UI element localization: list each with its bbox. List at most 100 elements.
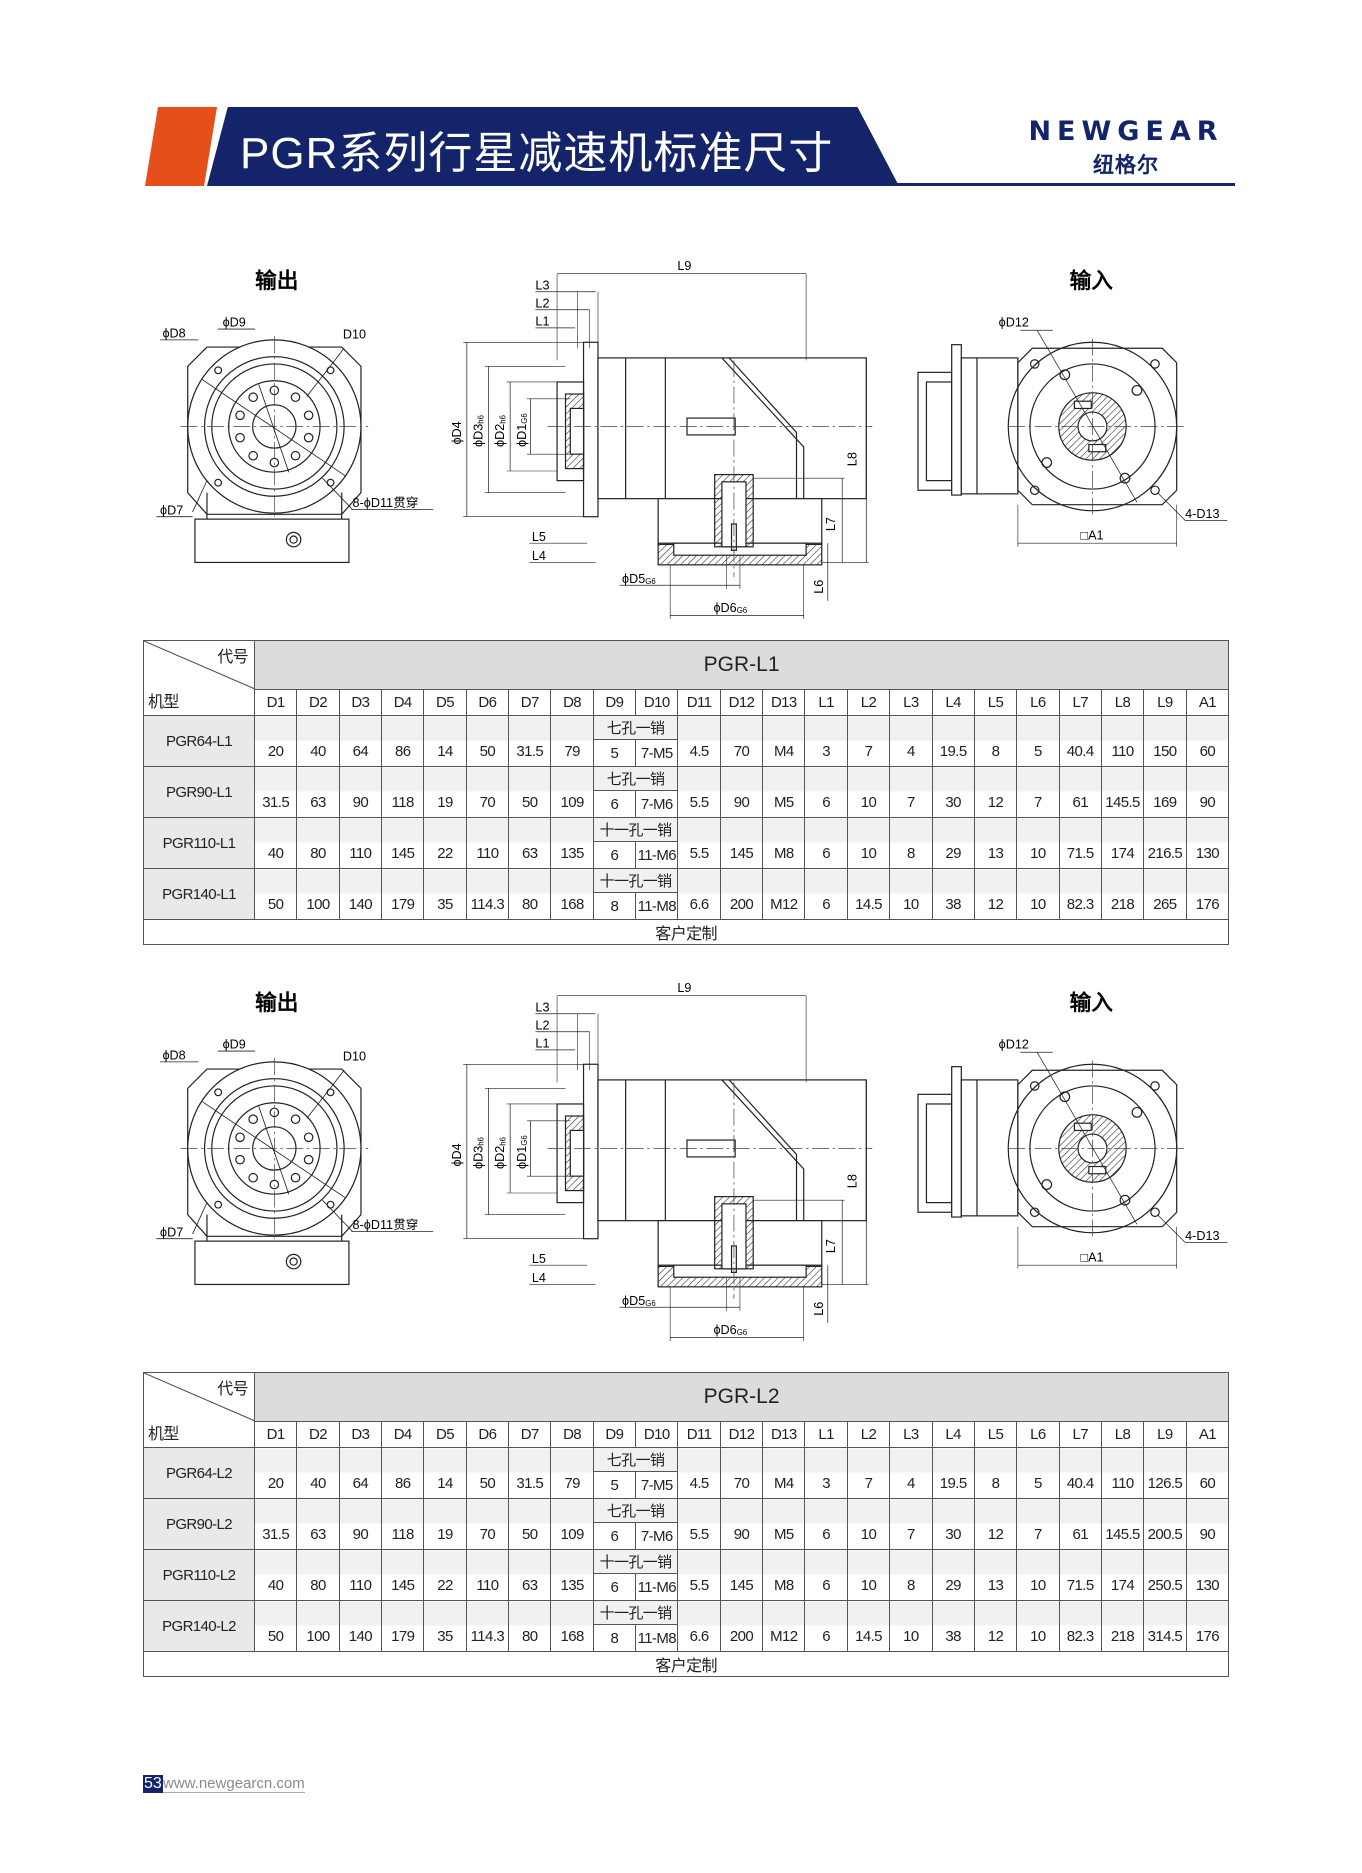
hole-caption: 十一孔一销 [592, 1599, 679, 1626]
d9-cell: 5 [592, 739, 637, 767]
mount-hole-icon [1029, 1081, 1040, 1091]
d9-cell: 6 [592, 841, 637, 869]
banner-accent [145, 107, 217, 186]
value-cell: 7 [846, 715, 891, 767]
leader [306, 1070, 345, 1119]
value-cell: 145.5 [1100, 766, 1145, 818]
value-cell: 7 [889, 766, 933, 818]
mount-hole-icon [1150, 1081, 1160, 1091]
d9-cell: 6 [592, 790, 637, 818]
bolt-hole-icon [290, 450, 301, 461]
corner-header: 代号 机型 [143, 640, 255, 716]
d10-cell: 7-M6 [635, 790, 679, 818]
corner-code-label: 代号 [217, 1381, 248, 1398]
input-body [960, 357, 1019, 495]
column-header: D12 [719, 689, 764, 716]
hole-caption: 七孔一销 [592, 765, 679, 792]
leader [258, 384, 290, 473]
dimension-label: L8 [846, 452, 860, 466]
value-cell: 109 [550, 1498, 594, 1550]
dimension-label: ϕD5G6 [622, 572, 656, 586]
corner-header: 代号 机型 [143, 1372, 255, 1448]
value-cell: 168 [550, 1600, 594, 1652]
bolt-hole-icon [303, 410, 314, 421]
value-cell: 6.6 [677, 868, 721, 920]
bolt-hole-icon [1041, 457, 1053, 468]
dimension-label: ϕD7 [160, 503, 183, 517]
value-cell: 71.5 [1058, 817, 1102, 869]
column-header: D13 [762, 1421, 806, 1448]
value-cell: M5 [762, 1498, 806, 1550]
dimension-label: ϕD5G6 [622, 1294, 656, 1308]
value-cell: 38 [931, 1600, 975, 1652]
dimension-label: ϕD1G6 [515, 1135, 529, 1169]
value-cell: 6 [804, 1600, 848, 1652]
column-header: L3 [889, 1421, 933, 1448]
value-cell: 90 [1185, 1498, 1230, 1550]
leader [1036, 1052, 1138, 1225]
dimension-label: L5 [532, 530, 546, 544]
column-header: L9 [1143, 689, 1187, 716]
d10-cell: 7-M6 [635, 1522, 679, 1550]
value-cell: 63 [296, 766, 340, 818]
value-cell: 70 [719, 1447, 764, 1499]
output-view-title: 输出 [255, 990, 298, 1015]
value-cell: 250.5 [1143, 1549, 1187, 1601]
value-cell: 35 [423, 1600, 467, 1652]
bolt-hole-icon [235, 1154, 245, 1165]
value-cell: 38 [931, 868, 975, 920]
value-cell: 10 [846, 766, 891, 818]
dimension-label: 4-D13 [1185, 507, 1219, 521]
circle [289, 535, 298, 544]
bolt-hole-icon [1131, 1106, 1143, 1118]
value-cell: 6 [804, 766, 848, 818]
value-cell: 174 [1100, 817, 1145, 869]
hole-caption: 七孔一销 [592, 714, 679, 741]
value-cell: 8 [889, 817, 933, 869]
value-cell: 14 [423, 1447, 467, 1499]
column-header: D11 [677, 689, 721, 716]
column-header: D3 [338, 1421, 383, 1448]
dimension-label: ϕD9 [223, 1038, 246, 1052]
value-cell: 145.5 [1100, 1498, 1145, 1550]
value-cell: 135 [550, 1549, 594, 1601]
bolt-hole-icon [1119, 1194, 1131, 1206]
column-header: L2 [846, 1421, 891, 1448]
value-cell: 179 [381, 868, 425, 920]
mount-hole-icon [1029, 485, 1040, 496]
value-cell: 82.3 [1058, 868, 1102, 920]
bolt-hole-icon [248, 1172, 258, 1183]
value-cell: 14.5 [846, 868, 891, 920]
value-cell: 63 [508, 817, 552, 869]
title-banner [207, 107, 899, 186]
value-cell: 5.5 [677, 766, 721, 818]
value-cell: M8 [762, 817, 806, 869]
value-cell: 10 [889, 868, 933, 920]
value-cell: 314.5 [1143, 1600, 1187, 1652]
leader [322, 1199, 353, 1232]
value-cell: 12 [973, 1498, 1018, 1550]
dimension-label: L5 [532, 1252, 546, 1266]
leader [1157, 1214, 1186, 1243]
value-cell: 179 [381, 1600, 425, 1652]
leader [306, 348, 345, 397]
value-cell: 110 [1100, 1447, 1145, 1499]
corner-model-label: 机型 [148, 694, 179, 711]
dimension-label: ϕD1G6 [515, 413, 529, 447]
value-cell: 50 [253, 868, 298, 920]
hole-caption: 十一孔一销 [592, 816, 679, 843]
value-cell: 70 [465, 1498, 510, 1550]
value-cell: 90 [719, 1498, 764, 1550]
website-link[interactable]: www.newgearcn.com [163, 1775, 305, 1793]
value-cell: 7 [1016, 1498, 1060, 1550]
value-cell: 10 [846, 1549, 891, 1601]
value-cell: 7 [846, 1447, 891, 1499]
column-header: D5 [423, 1421, 467, 1448]
value-cell: 90 [1185, 766, 1230, 818]
model-cell: PGR110-L1 [143, 817, 255, 869]
